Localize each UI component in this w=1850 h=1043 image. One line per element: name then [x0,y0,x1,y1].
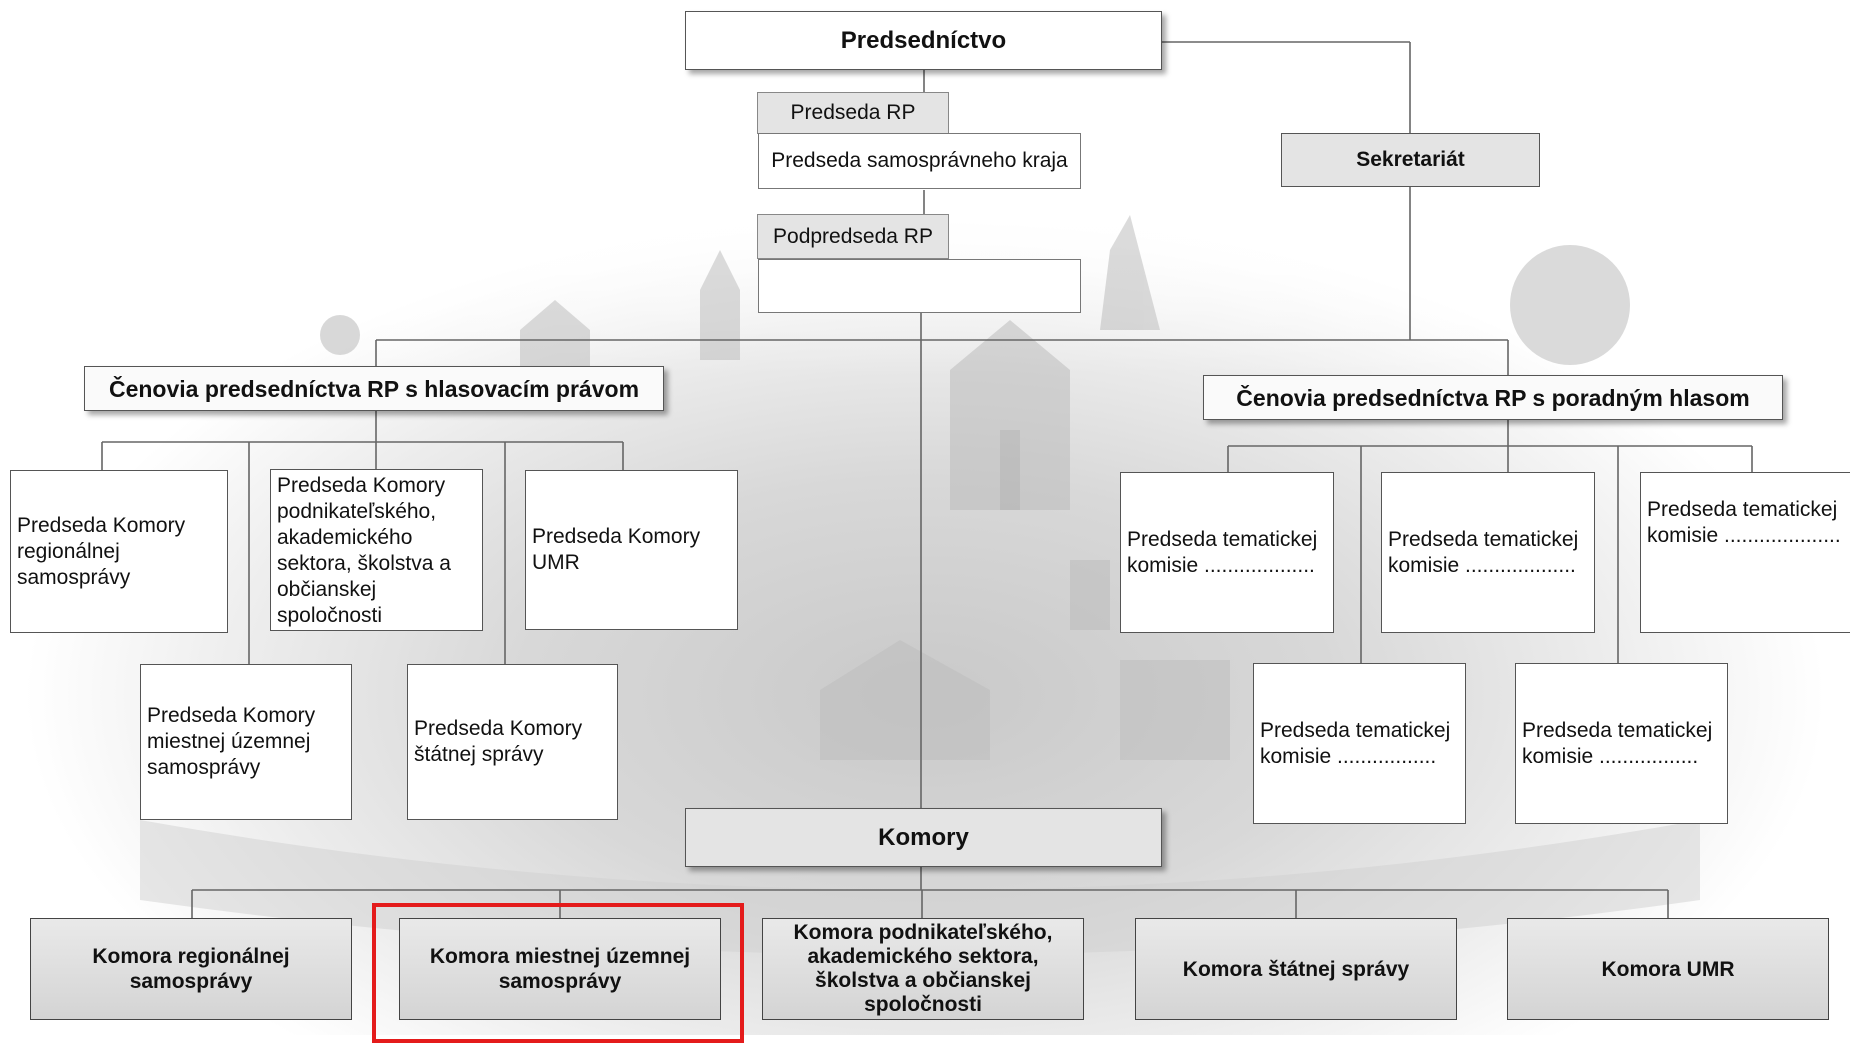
member-box-local: Predseda Komory miestnej územnej samospr… [140,664,352,820]
voting-members-label: Čenovia predsedníctva RP s hlasovacím pr… [108,375,640,402]
member-label: Predseda Komory podnikateľského, akademi… [277,474,451,627]
predsednictvo-label: Predsedníctvo [840,26,1007,54]
chamber-local: Komora miestnej územnej samosprávy [399,918,721,1020]
member-label: Predseda Komory regionálnej samosprávy [17,513,186,589]
highlight-frame [372,903,744,1043]
sekretariat-box: Sekretariát [1281,133,1540,187]
commission-box-4: Predseda tematickej komisie ............… [1253,663,1466,824]
commission-label: Predseda tematickej komisie ............… [1388,527,1579,577]
podpredseda-rp-label: Podpredseda RP [773,224,933,248]
commission-box-1: Predseda tematickej komisie ............… [1120,472,1334,633]
predseda-kraja-label: Predseda samosprávneho kraja [771,149,1068,172]
predsednictvo-box: Predsedníctvo [685,11,1162,70]
predseda-kraja-box: Predseda samosprávneho kraja [758,133,1081,189]
sekretariat-label: Sekretariát [1356,148,1465,171]
commission-label: Predseda tematickej komisie ............… [1522,718,1713,768]
member-box-state: Predseda Komory štátnej správy [407,664,618,820]
member-label: Predseda Komory UMR [532,525,701,574]
chamber-umr: Komora UMR [1507,918,1829,1020]
member-box-regional: Predseda Komory regionálnej samosprávy [10,470,228,633]
podpredseda-name-box [758,259,1081,313]
chamber-label: Komora miestnej územnej samosprávy [429,945,691,993]
komory-label: Komory [878,823,969,851]
commission-box-2: Predseda tematickej komisie ............… [1381,472,1595,633]
advisory-members-label: Čenovia predsedníctva RP s poradným hlas… [1236,384,1750,411]
commission-label: Predseda tematickej komisie ............… [1647,498,1841,547]
commission-box-5: Predseda tematickej komisie ............… [1515,663,1728,824]
member-box-umr: Predseda Komory UMR [525,470,738,630]
chamber-label: Komora podnikateľského, akademického sek… [793,921,1053,1016]
chamber-state: Komora štátnej správy [1135,918,1457,1020]
member-label: Predseda Komory štátnej správy [414,717,583,766]
chamber-regional: Komora regionálnej samosprávy [30,918,352,1020]
predseda-rp-box: Predseda RP [757,92,949,134]
advisory-members-header: Čenovia predsedníctva RP s poradným hlas… [1203,375,1783,420]
member-label: Predseda Komory miestnej územnej samospr… [147,704,316,779]
commission-box-3: Predseda tematickej komisie ............… [1640,472,1850,633]
voting-members-header: Čenovia predsedníctva RP s hlasovacím pr… [84,366,664,411]
chamber-business: Komora podnikateľského, akademického sek… [762,918,1084,1020]
podpredseda-rp-box: Podpredseda RP [757,214,949,259]
chamber-label: Komora regionálnej samosprávy [92,945,290,993]
chamber-label: Komora UMR [1601,957,1735,981]
member-box-business: Predseda Komory podnikateľského, akademi… [270,469,483,631]
commission-label: Predseda tematickej komisie ............… [1127,527,1318,577]
komory-box: Komory [685,808,1162,867]
predseda-rp-label: Predseda RP [790,101,916,124]
commission-label: Predseda tematickej komisie ............… [1260,718,1451,768]
chamber-label: Komora štátnej správy [1182,957,1410,981]
